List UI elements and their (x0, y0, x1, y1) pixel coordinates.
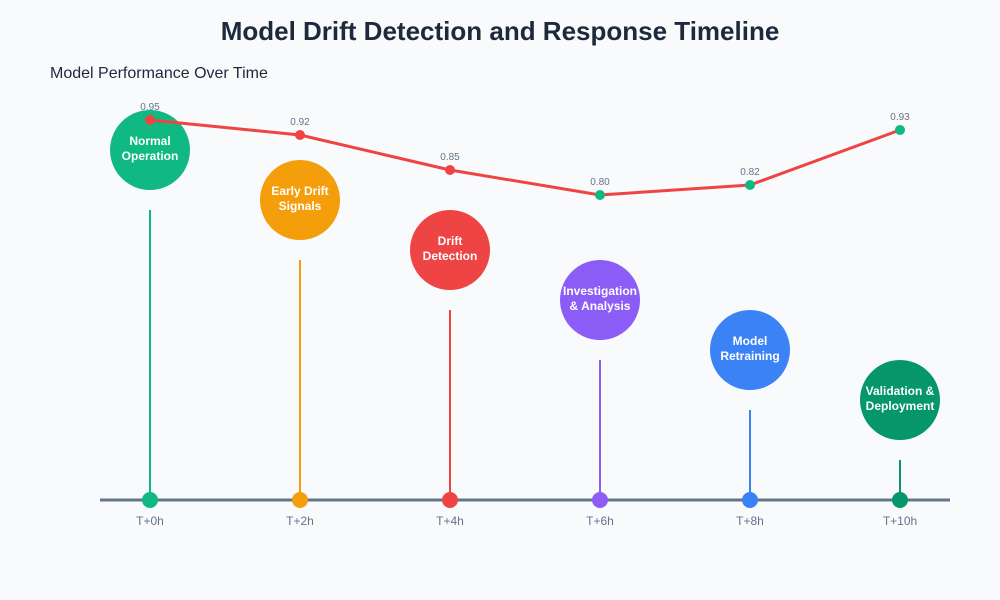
stage-label: Early Drift (271, 184, 328, 198)
timeline-dot (442, 492, 458, 508)
performance-point (895, 125, 905, 135)
timeline-dot (292, 492, 308, 508)
diagram-title: Model Drift Detection and Response Timel… (220, 16, 780, 46)
performance-value-label: 0.93 (890, 112, 910, 123)
stage-label: Retraining (720, 349, 779, 363)
chart-subtitle: Model Performance Over Time (50, 65, 268, 82)
time-label: T+8h (736, 514, 764, 528)
performance-line (149, 118, 901, 197)
stage-circle (260, 160, 340, 240)
timeline-dot (892, 492, 908, 508)
stage-label: Model (733, 334, 768, 348)
stage-label: Deployment (866, 399, 935, 413)
stage-circle (710, 310, 790, 390)
performance-point (295, 130, 305, 140)
time-label: T+10h (883, 514, 917, 528)
stage-label: Detection (423, 249, 478, 263)
performance-value-label: 0.80 (590, 177, 610, 188)
performance-point (445, 165, 455, 175)
stage-label: Investigation (563, 284, 637, 298)
stage-label: Normal (129, 134, 170, 148)
time-label: T+4h (436, 514, 464, 528)
time-label: T+2h (286, 514, 314, 528)
performance-value-label: 0.82 (740, 167, 760, 178)
stage-circle (860, 360, 940, 440)
stage-label: Validation & (866, 384, 935, 398)
performance-point (145, 115, 155, 125)
stage-label: & Analysis (570, 299, 631, 313)
stage-label: Signals (279, 199, 322, 213)
stage-label: Drift (438, 234, 463, 248)
stage-label: Operation (122, 149, 179, 163)
timeline-dot (742, 492, 758, 508)
performance-value-label: 0.95 (140, 102, 160, 113)
performance-point (595, 190, 605, 200)
performance-value-label: 0.85 (440, 152, 460, 163)
timeline-dot (142, 492, 158, 508)
time-label: T+0h (136, 514, 164, 528)
stage-circle (560, 260, 640, 340)
timeline-dot (592, 492, 608, 508)
stage-circle (110, 110, 190, 190)
stage-circle (410, 210, 490, 290)
time-label: T+6h (586, 514, 614, 528)
performance-value-label: 0.92 (290, 117, 310, 128)
performance-point (745, 180, 755, 190)
